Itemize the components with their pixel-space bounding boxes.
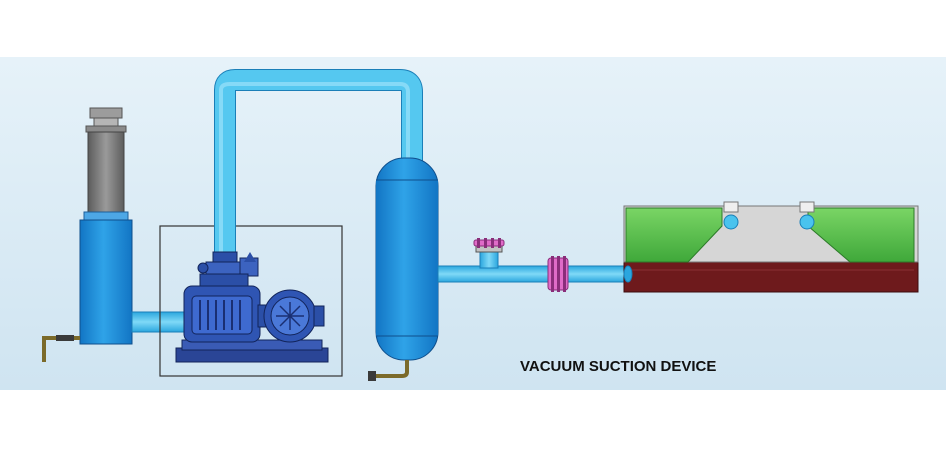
vacuum-receiver-tank bbox=[368, 157, 439, 381]
suction-box bbox=[623, 201, 919, 293]
separator-tank bbox=[42, 107, 133, 362]
pipe-connector bbox=[547, 256, 569, 292]
diagram-caption: VACUUM SUCTION DEVICE bbox=[520, 358, 716, 375]
drain-fitting bbox=[56, 335, 74, 341]
pump-enclosure-frame bbox=[159, 225, 343, 377]
vacuum-valve bbox=[473, 238, 505, 269]
pipe-separator-to-pump bbox=[131, 311, 191, 333]
pipe-tank-to-suction-box bbox=[437, 265, 631, 283]
main-suction-pipe bbox=[214, 69, 423, 265]
vacuum-pump-unit bbox=[175, 251, 329, 363]
